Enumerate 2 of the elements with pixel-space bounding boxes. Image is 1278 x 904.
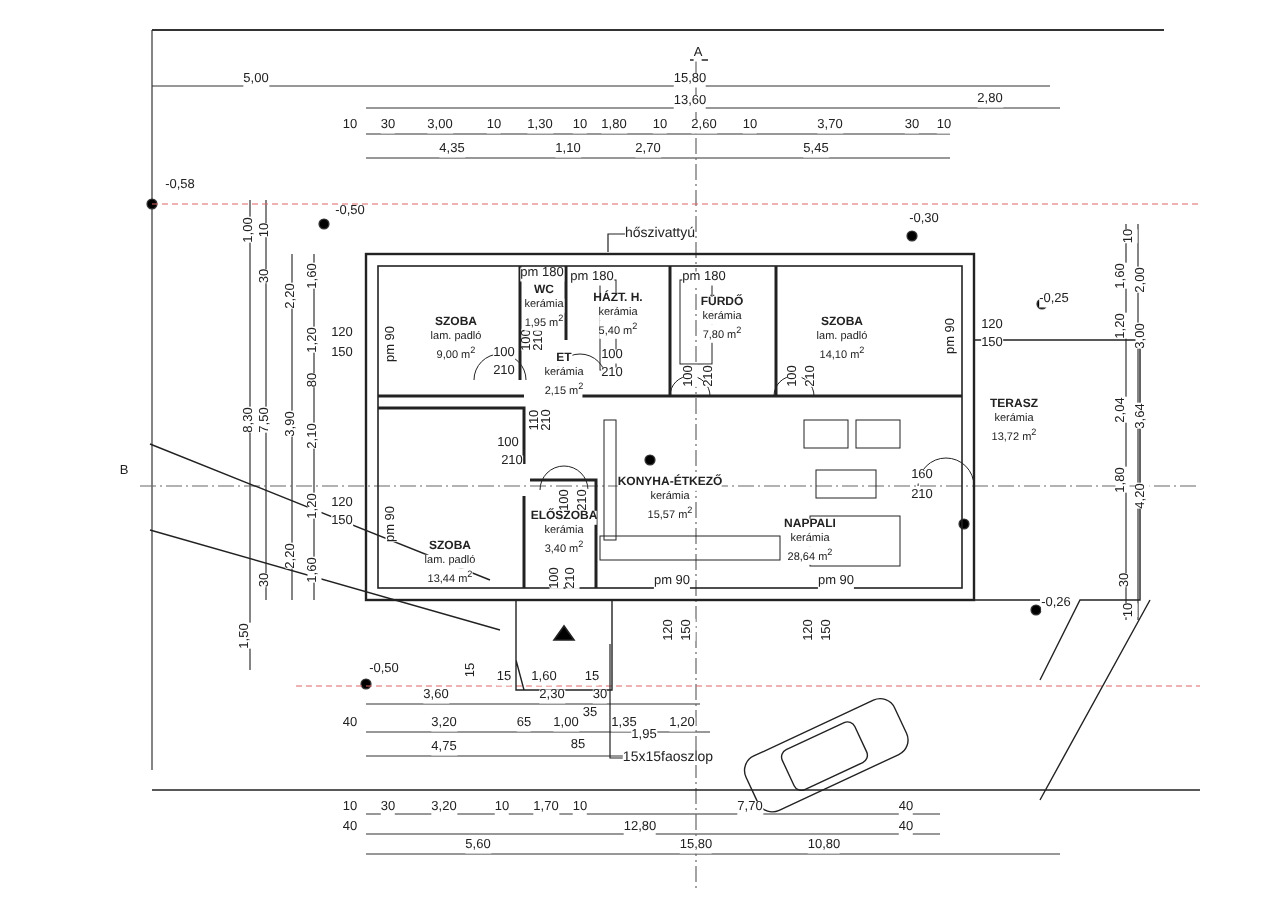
leader-line xyxy=(607,233,626,253)
leader-line xyxy=(609,643,624,759)
